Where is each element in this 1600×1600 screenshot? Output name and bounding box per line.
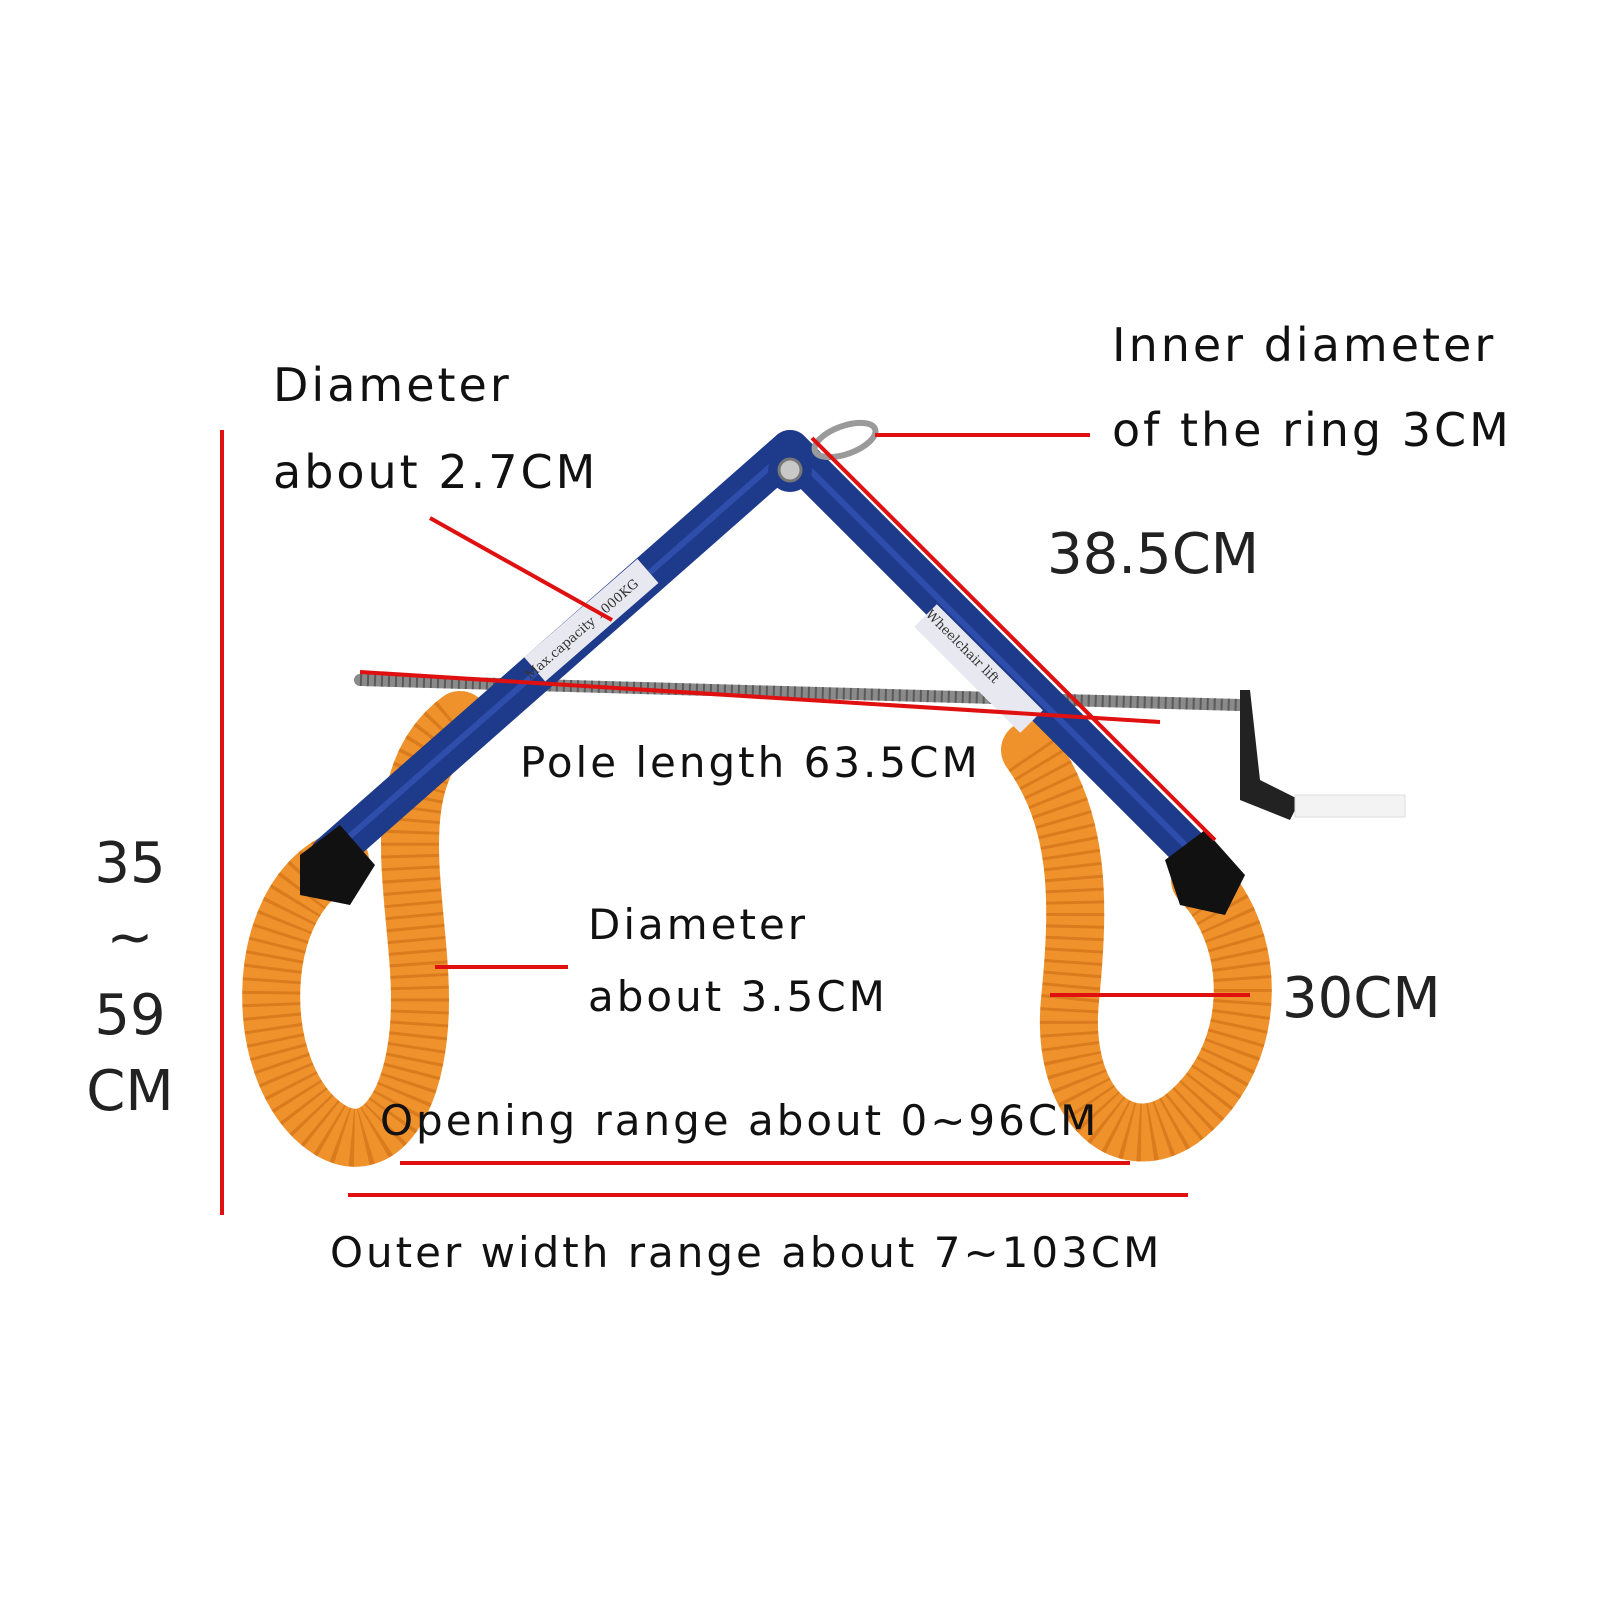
arm-diameter-leader-line — [429, 516, 613, 622]
dimension-lines — [220, 430, 1250, 1215]
left-hook — [242, 691, 489, 1167]
height-unit: CM — [86, 1059, 174, 1124]
arm-length-line — [810, 436, 1217, 842]
opening-range-label: Opening range about 0~96CM — [380, 1096, 1100, 1145]
outer-width-label: Outer width range about 7~103CM — [330, 1228, 1163, 1277]
arm-diameter-label-line2: about 2.7CM — [273, 445, 599, 499]
height-tilde: ~ — [106, 905, 154, 970]
arm-length-label: 38.5CM — [1047, 522, 1260, 587]
hook-diameter-label-line2: about 3.5CM — [588, 972, 888, 1021]
pivot-ring — [768, 419, 879, 492]
ring-diameter-label-line1: Inner diameter — [1112, 318, 1497, 372]
arm-diameter-label-line1: Diameter — [273, 358, 512, 412]
ring-diameter-label-line2: of the ring 3CM — [1112, 403, 1512, 457]
hook-diameter-label-line1: Diameter — [588, 900, 809, 949]
svg-text:Max.capacity 1000KG: Max.capacity 1000KG — [523, 577, 642, 683]
pole-length-label: Pole length 63.5CM — [520, 738, 981, 787]
height-value-min: 35 — [94, 831, 166, 896]
height-value-max: 59 — [94, 983, 166, 1048]
hook-height-label: 30CM — [1282, 966, 1441, 1031]
right-arm: Wheelchair lift — [770, 430, 1245, 915]
pole-length-line — [359, 670, 1161, 724]
